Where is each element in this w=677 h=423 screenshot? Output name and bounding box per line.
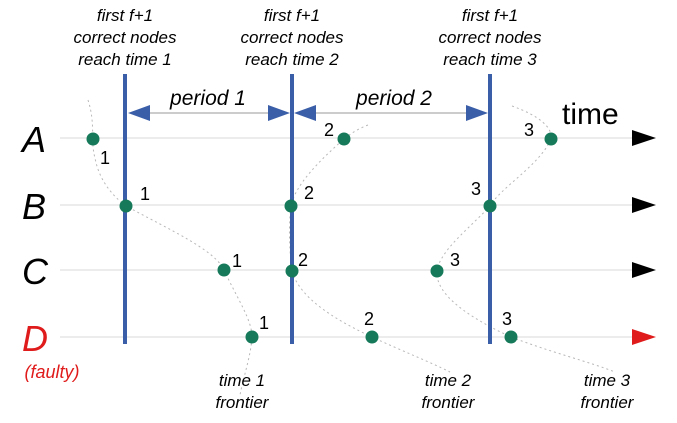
- node-names: A B C D: [20, 119, 49, 359]
- header-3-line-2: correct nodes: [439, 28, 542, 47]
- header-2-line-2: correct nodes: [241, 28, 344, 47]
- point-label-a-3: 3: [524, 120, 534, 140]
- node-name-a: A: [20, 119, 46, 160]
- node-d-faulty-note: (faulty): [24, 362, 79, 382]
- point-d-3: [504, 330, 518, 344]
- point-label-b-2: 2: [304, 183, 314, 203]
- time-label: time: [562, 98, 619, 131]
- point-label-c-1: 1: [232, 251, 242, 271]
- point-a-2: [337, 132, 351, 146]
- point-b-3: [483, 199, 497, 213]
- point-label-c-3: 3: [450, 250, 460, 270]
- point-c-3: [430, 264, 444, 278]
- timeline-arrow-c: [632, 262, 656, 278]
- timeline-arrow-d: [632, 329, 656, 345]
- period-labels: period 1 period 2: [169, 87, 432, 110]
- header-2-line-1: first f+1: [264, 6, 320, 25]
- point-d-2: [365, 330, 379, 344]
- node-points: [86, 132, 558, 344]
- node-name-b: B: [22, 186, 46, 227]
- header-1-line-3: reach time 1: [78, 50, 172, 69]
- frontier-2-line-1: time 2: [425, 371, 472, 390]
- frontier-curves: [87, 99, 616, 396]
- period-1-label: period 1: [169, 87, 246, 110]
- frontier-2-line-2: frontier: [422, 393, 476, 412]
- frontier-labels: time 1 frontier time 2 frontier time 3 f…: [216, 371, 635, 412]
- point-a-1: [86, 132, 100, 146]
- timeline-arrow-a: [632, 130, 656, 146]
- point-label-b-3: 3: [471, 179, 481, 199]
- period-1-head-left: [128, 105, 150, 121]
- header-1-line-2: correct nodes: [74, 28, 177, 47]
- point-label-d-2: 2: [364, 309, 374, 329]
- point-label-a-1: 1: [100, 148, 110, 168]
- header-1-line-1: first f+1: [97, 6, 153, 25]
- node-name-c: C: [22, 251, 49, 292]
- header-3-line-1: first f+1: [462, 6, 518, 25]
- period-2-head-left: [294, 105, 316, 121]
- point-label-a-2: 2: [324, 120, 334, 140]
- point-c-2: [285, 264, 299, 278]
- frontier-1-line-2: frontier: [216, 393, 270, 412]
- frontier-3-line-1: time 3: [584, 371, 631, 390]
- header-2-line-3: reach time 2: [245, 50, 339, 69]
- period-1-head-right: [268, 105, 290, 121]
- point-label-d-1: 1: [259, 313, 269, 333]
- timeline-arrow-b: [632, 197, 656, 213]
- period-2-head-right: [466, 105, 488, 121]
- point-b-2: [284, 199, 298, 213]
- point-c-1: [217, 263, 231, 277]
- period-2-label: period 2: [355, 87, 432, 110]
- point-label-c-2: 2: [298, 250, 308, 270]
- frontier-1-line-1: time 1: [219, 371, 265, 390]
- node-name-d: D: [22, 318, 48, 359]
- point-d-1: [245, 330, 259, 344]
- barrier-headers: first f+1 correct nodes reach time 1 fir…: [74, 6, 542, 69]
- frontier-3-line-2: frontier: [581, 393, 635, 412]
- frontier-curve-1: [87, 99, 253, 396]
- period-arrows: [128, 105, 488, 121]
- timelines: [60, 130, 656, 345]
- point-label-d-3: 3: [502, 309, 512, 329]
- point-label-b-1: 1: [140, 184, 150, 204]
- header-3-line-3: reach time 3: [443, 50, 537, 69]
- point-labels: 1 2 3 1 2 3 1 2 3 1 2 3: [100, 120, 534, 333]
- point-a-3: [544, 132, 558, 146]
- point-b-1: [119, 199, 133, 213]
- frontier-curve-3: [436, 105, 616, 373]
